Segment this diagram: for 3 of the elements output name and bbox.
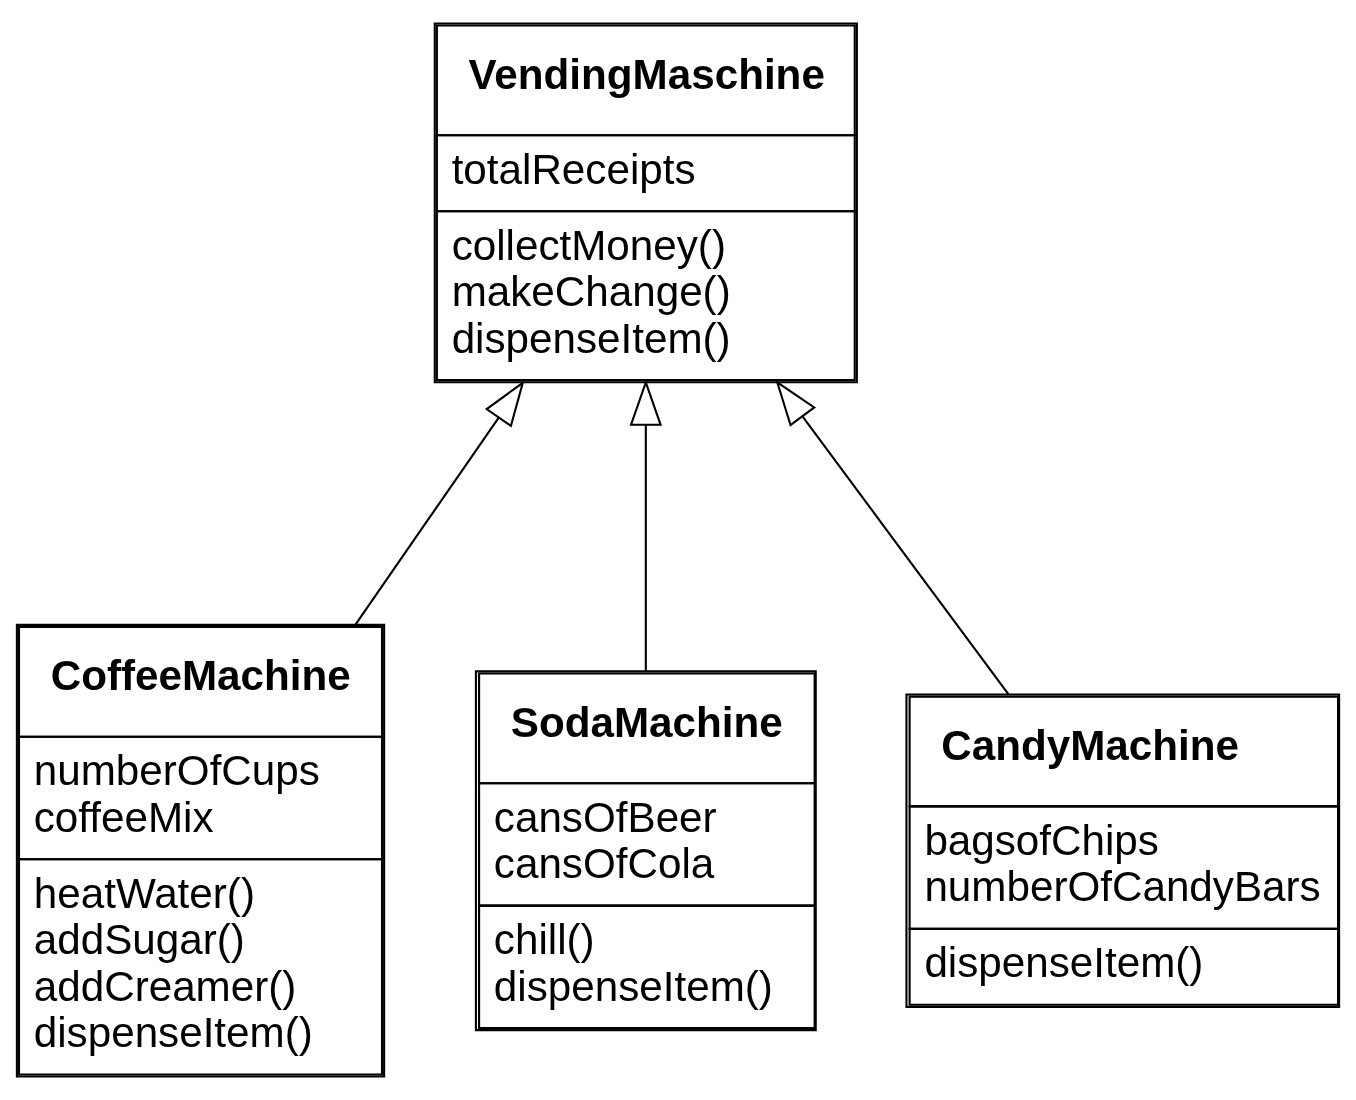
arrow: [775, 379, 1010, 696]
arrow: [354, 380, 525, 625]
arrow: [629, 379, 663, 672]
